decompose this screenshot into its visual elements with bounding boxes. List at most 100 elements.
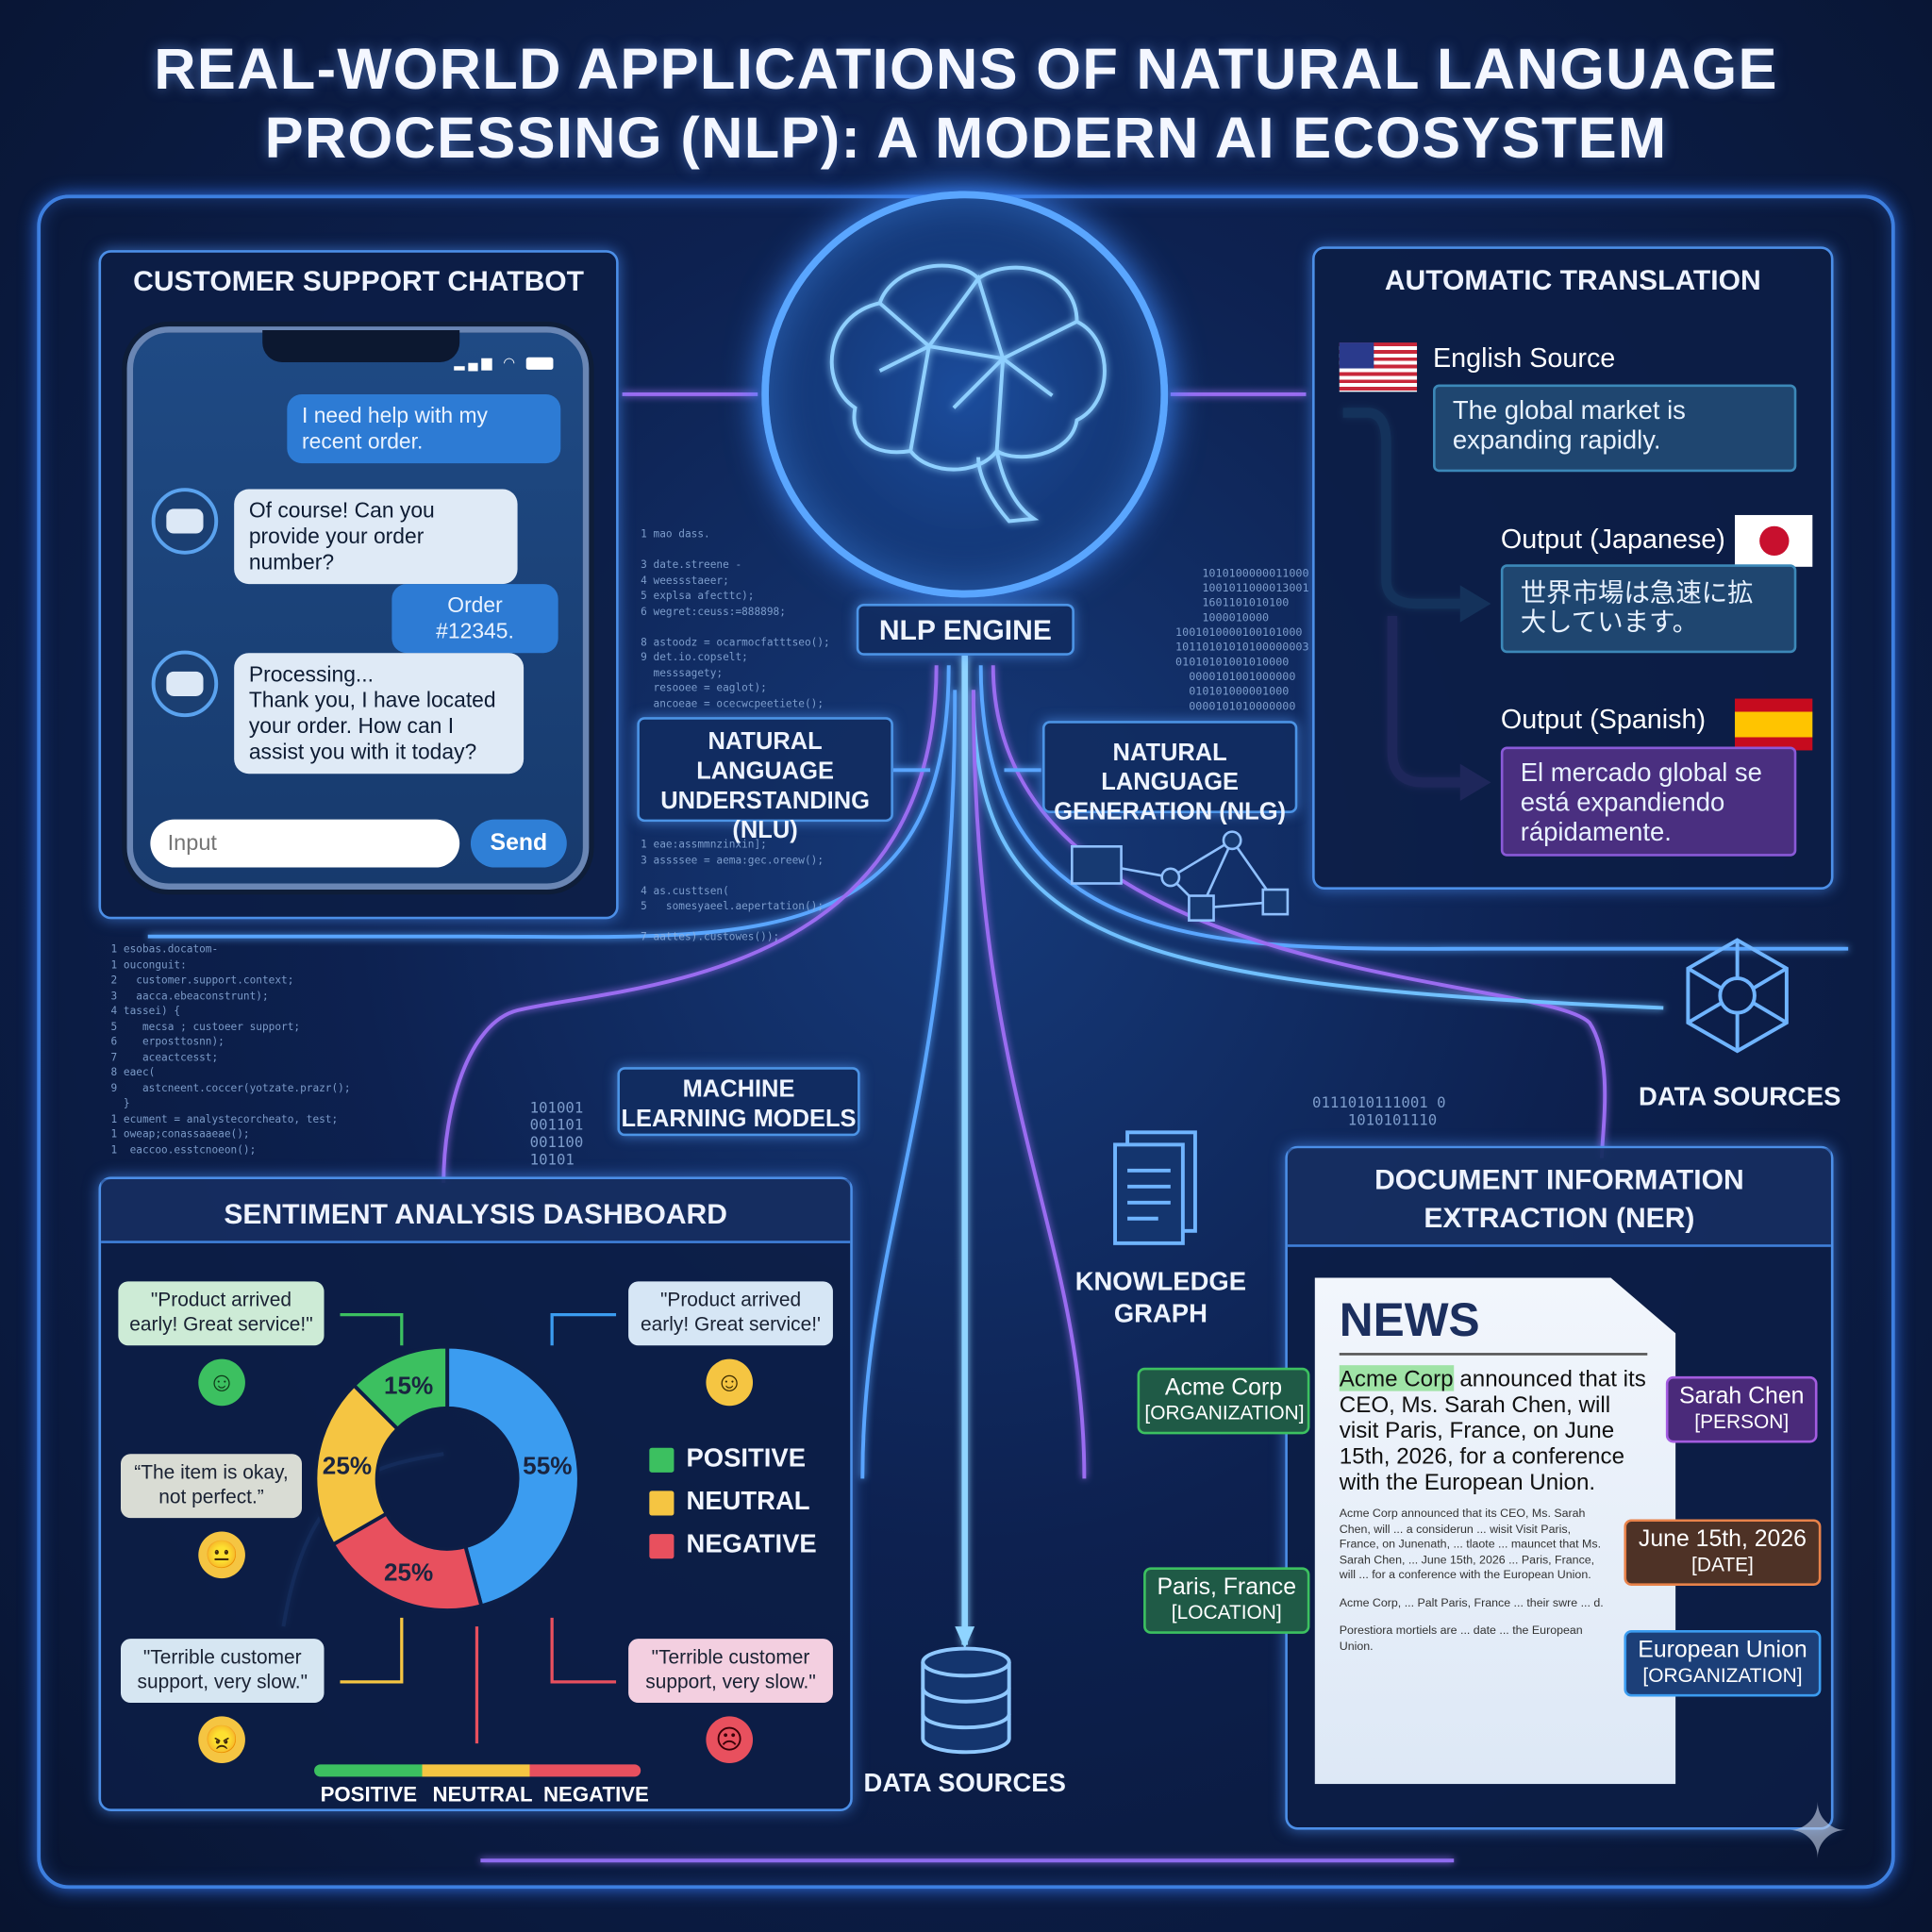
data-network-icon [1686,938,1789,1054]
wifi-icon: ◠ [503,356,519,372]
entity-name: European Union [1638,1637,1807,1664]
scale-label-negative: NEGATIVE [542,1782,649,1807]
japanese-output-text: 世界市場は急速に拡大しています。 [1500,564,1797,654]
donut-slice [351,1344,450,1432]
us-flag-icon [1339,342,1418,392]
brain-circle [761,191,1169,598]
donut-slice-label: 55% [523,1452,572,1480]
send-button[interactable]: Send [470,819,567,868]
quote-neutral: “The item is okay, not perfect.” [120,1454,302,1519]
entity-type: [ORGANIZATION] [1642,1665,1803,1688]
signal-icon: ▂▄▆ [454,356,496,372]
happy-face-icon: ☺ [198,1358,245,1407]
news-lead: Acme Corp announced that its CEO, Ms. Sa… [1339,1365,1651,1495]
ml-models-box: MACHINE LEARNING MODELS [617,1067,860,1137]
knowledge-graph-label: KNOWLEDGE GRAPH [1074,1267,1247,1328]
legend-swatch-negative [649,1534,675,1559]
quote-negative: "Terrible customer support, very slow." [120,1639,325,1704]
data-sources-label-bottom: DATA SOURCES [863,1769,1066,1798]
bot-reply-text: Thank you, I have located your order. Ho… [248,687,496,764]
entity-name: Acme Corp [1164,1374,1283,1402]
donut-slice-label: 25% [323,1452,372,1480]
binary-stream-decorative: 101001 001101 001100 10101 [529,1099,584,1169]
data-sources-label-right: DATA SOURCES [1639,1083,1841,1112]
binary-stream-decorative: 1010100000011000 1001011000013001 160110… [1175,568,1309,714]
source-text: The global market is expanding rapidly. [1433,384,1797,473]
entity-name: Paris, France [1157,1574,1297,1601]
document-icon [1113,1130,1197,1245]
sad-face-icon: ☹ [706,1716,754,1764]
entity-type: [LOCATION] [1171,1603,1282,1624]
legend-swatch-neutral [649,1491,675,1516]
japanese-output-label: Output (Japanese) [1500,524,1725,555]
sentiment-scale-bar [314,1764,641,1777]
code-snippet-decorative: 1 mao dass. 3 date.streene - 4 weessstae… [641,528,830,710]
robot-avatar-icon [151,488,219,555]
quote-positive-alt: "Product arrived early! Great service!' [628,1281,833,1346]
chat-message-user: I need help with my recent order. [287,393,561,464]
entity-tag-date: June 15th, 2026[DATE] [1624,1519,1822,1586]
chatbot-title: CUSTOMER SUPPORT CHATBOT [133,264,585,297]
news-document: NEWS Acme Corp announced that its CEO, M… [1314,1277,1676,1785]
sentiment-donut-chart: 55% 25% 25% 15% [313,1344,581,1613]
news-paragraph: Porestiora mortiels are ... date ... the… [1339,1624,1583,1654]
donut-slice [313,1382,401,1547]
donut-slice-label: 25% [384,1557,433,1586]
entity-tag-organization: Acme Corp[ORGANIZATION] [1137,1367,1310,1435]
brain-icon [829,263,1107,524]
entity-tag-person: Sarah Chen[PERSON] [1665,1375,1818,1443]
title-line-1: REAL-WORLD APPLICATIONS OF NATURAL LANGU… [154,35,1778,102]
spain-flag-icon [1735,698,1813,751]
spanish-output-label: Output (Spanish) [1500,703,1707,735]
donut-slice [330,1510,484,1613]
processing-text: Processing... [248,661,374,687]
ner-title-line-1: DOCUMENT INFORMATION [1374,1162,1744,1195]
news-paragraph: Acme Corp, ... Palt Paris, France ... th… [1339,1596,1604,1610]
japan-flag-icon [1735,514,1813,567]
robot-avatar-icon [151,650,219,718]
nlp-engine-label: NLP ENGINE [856,603,1074,656]
smiling-face-icon: ☺ [706,1358,754,1407]
spanish-output-text: El mercado global se está expandiendo rá… [1500,746,1797,857]
sparkle-watermark-icon: ✦ [1786,1790,1849,1874]
translation-title: AUTOMATIC TRANSLATION [1384,263,1761,296]
donut-slice-label: 15% [384,1372,433,1400]
scale-label-positive: POSITIVE [320,1782,418,1807]
legend-positive: POSITIVE [686,1443,807,1473]
entity-name: June 15th, 2026 [1638,1526,1807,1553]
phone-notch [262,330,460,362]
quote-negative-alt: "Terrible customer support, very slow." [628,1639,833,1704]
legend-negative: NEGATIVE [686,1530,817,1559]
entity-tag-organization: European Union[ORGANIZATION] [1624,1629,1822,1697]
binary-stream-decorative: 0111010111001 0 1010101110 [1312,1093,1446,1129]
sentiment-arrows [320,1312,617,1744]
neutral-face-icon: 😐 [198,1531,245,1579]
chat-input[interactable] [150,819,460,868]
code-snippet-decorative: 1 eae:assmmnzinxin]; 3 assssee = aema:ge… [641,839,824,944]
news-heading: NEWS [1339,1295,1648,1356]
code-snippet-decorative: 1 esobas.docatom- 1 ouconguit: 2 custome… [110,943,351,1157]
status-icons: ▂▄▆ ◠ [454,355,554,372]
chat-message-bot: Processing...Thank you, I have located y… [234,653,525,774]
news-lead-rest: announced that its CEO, Ms. Sarah Chen, … [1339,1365,1646,1495]
legend-swatch-positive [649,1447,675,1473]
database-icon [921,1646,1011,1755]
ner-title-line-2: EXTRACTION (NER) [1424,1201,1695,1234]
entity-tag-location: Paris, France[LOCATION] [1143,1567,1310,1634]
chat-message-user: Order #12345. [391,584,558,654]
scale-label-neutral: NEUTRAL [432,1782,533,1807]
donut-slice [445,1344,581,1608]
entity-type: [ORGANIZATION] [1144,1403,1305,1424]
source-label: English Source [1433,342,1616,374]
legend-neutral: NEUTRAL [686,1487,810,1516]
angry-face-icon: 😠 [198,1716,245,1764]
nlg-box: NATURAL LANGUAGE GENERATION (NLG) [1041,721,1298,825]
sentiment-title: SENTIMENT ANALYSIS DASHBOARD [224,1197,727,1230]
entity-name: Sarah Chen [1678,1383,1805,1410]
news-paragraph: Acme Corp announced that its CEO, Ms. Sa… [1339,1507,1602,1583]
quote-positive: "Product arrived early! Great service!" [118,1281,325,1346]
chat-message-bot: Of course! Can you provide your order nu… [234,489,518,585]
nlu-box: NATURAL LANGUAGE UNDERSTANDING (NLU) [637,717,893,844]
entity-type: [DATE] [1691,1555,1754,1576]
